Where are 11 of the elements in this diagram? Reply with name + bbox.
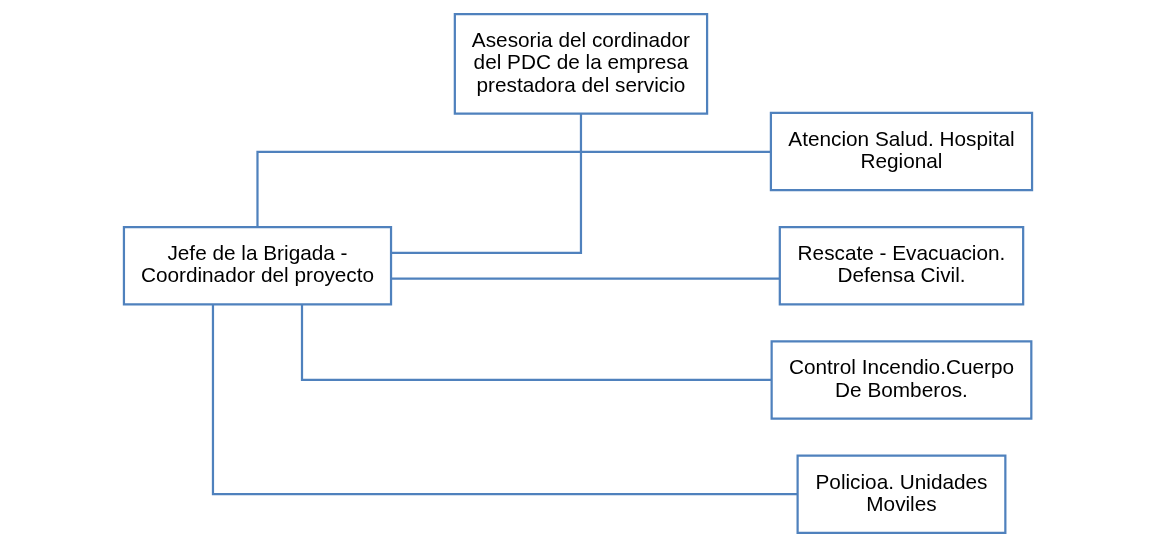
connector [300, 304, 771, 382]
node-box: Atencion Salud. Hospital Regional [769, 111, 1033, 192]
node-box: Rescate - Evacuacion. Defensa Civil. [778, 226, 1024, 306]
connector [255, 150, 771, 227]
node-box: Control Incendio.Cuerpo De Bomberos. [770, 340, 1032, 420]
connector [390, 114, 582, 254]
node-box: Asesoria del cordinador del PDC de la empresa prestadora del servicio [453, 13, 708, 115]
connector [390, 277, 780, 280]
node-box: Policioa. Unidades Moviles [796, 454, 1006, 534]
node-box: Jefe de la Brigada - Coordinador del proyecto [122, 226, 392, 306]
connector [211, 304, 797, 496]
